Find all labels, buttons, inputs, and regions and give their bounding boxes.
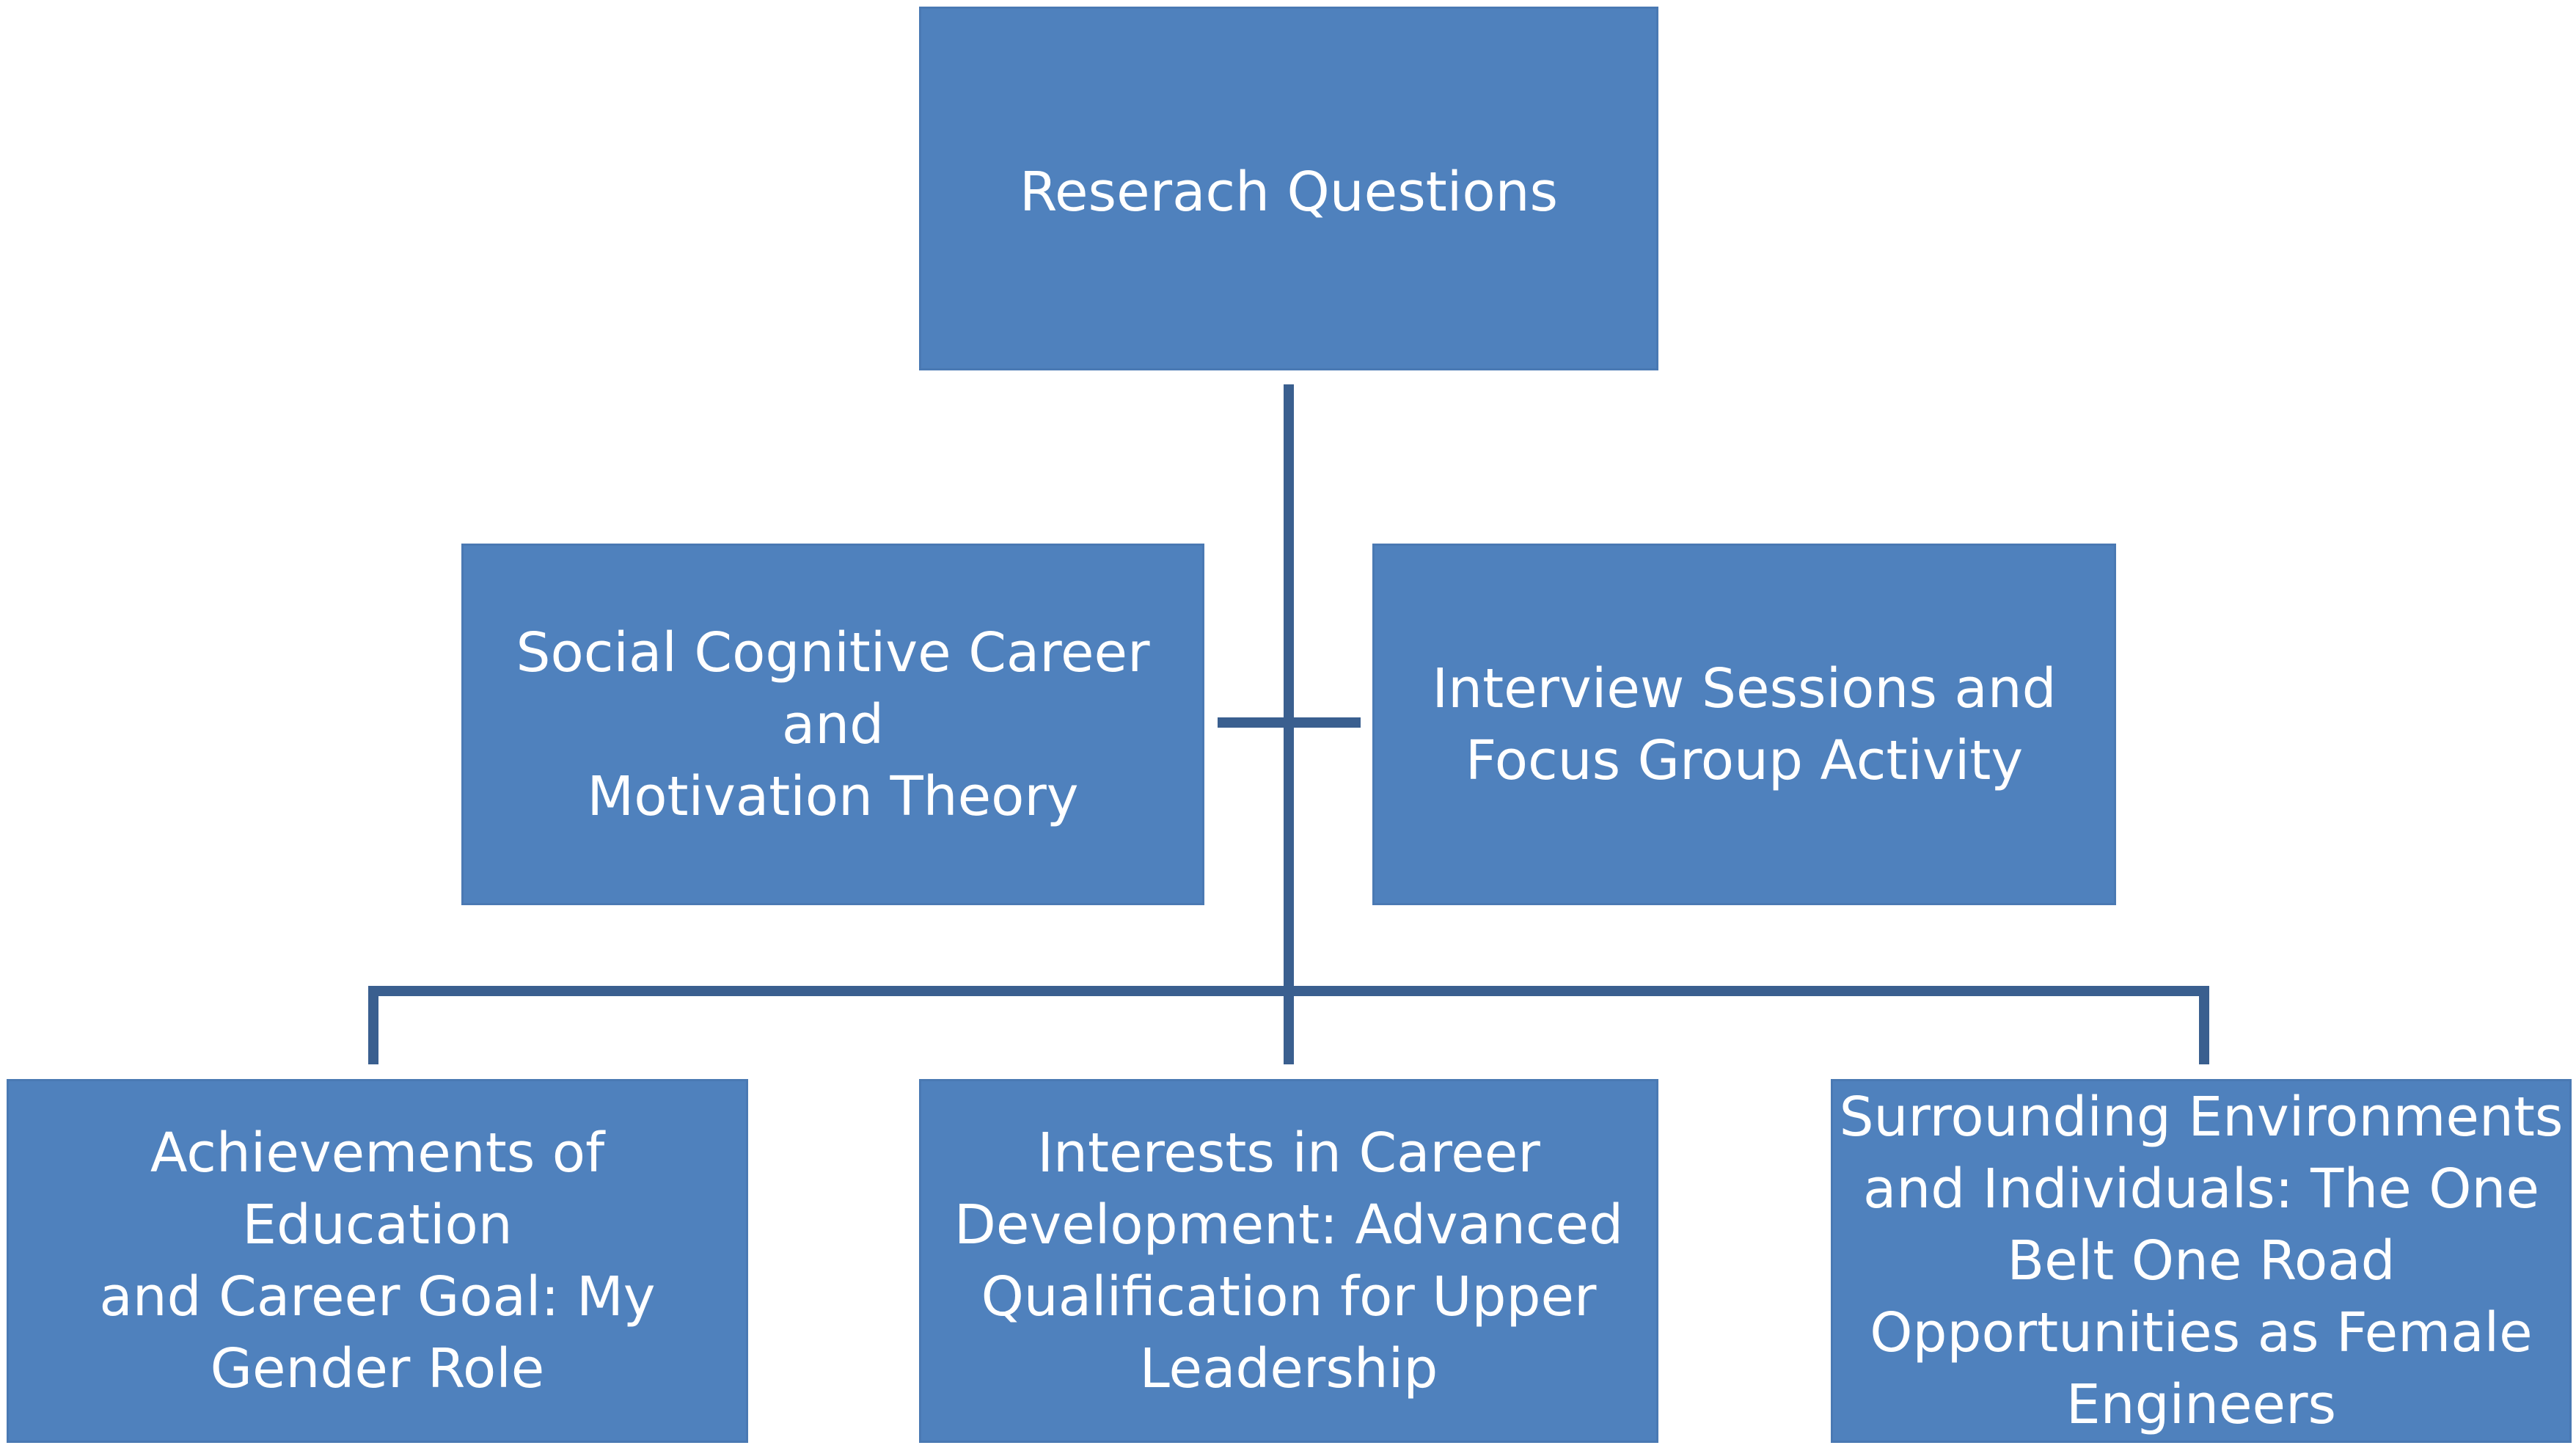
node-research-questions-text: Reserach Questions bbox=[1020, 156, 1558, 228]
node-text-line: Surrounding Environments bbox=[1839, 1086, 2564, 1149]
node-text-line: and Individuals: The One bbox=[1863, 1158, 2539, 1221]
node-text-line: Opportunities as Female bbox=[1870, 1301, 2533, 1364]
node-interests-career-development-text: Interests in Career Development: Advance… bbox=[954, 1117, 1623, 1405]
node-text-line: Social Cognitive Career and bbox=[516, 621, 1150, 756]
node-text-line: Interests in Career bbox=[1037, 1122, 1540, 1185]
node-surrounding-environments-text: Surrounding Environments and Individuals… bbox=[1840, 1081, 2564, 1441]
node-text-line: Motivation Theory bbox=[587, 764, 1079, 828]
node-research-questions: Reserach Questions bbox=[919, 7, 1658, 370]
node-text-line: Development: Advanced bbox=[954, 1193, 1624, 1257]
node-text-line: Reserach Questions bbox=[1019, 161, 1559, 224]
node-text-line: Qualification for Upper bbox=[981, 1265, 1597, 1328]
node-achievements-gender-role-text: Achievements of Education and Career Goa… bbox=[15, 1117, 740, 1405]
node-text-line: Achievements of Education bbox=[150, 1122, 605, 1257]
node-social-cognitive-career-theory-text: Social Cognitive Career and Motivation T… bbox=[469, 617, 1196, 833]
node-text-line: and Career Goal: My bbox=[99, 1265, 656, 1328]
node-text-line: Leadership bbox=[1139, 1337, 1438, 1400]
node-text-line: Belt One Road bbox=[2007, 1229, 2396, 1292]
node-text-line: Engineers bbox=[2065, 1373, 2337, 1436]
node-achievements-gender-role: Achievements of Education and Career Goa… bbox=[7, 1079, 748, 1443]
node-interview-sessions-text: Interview Sessions and Focus Group Activ… bbox=[1432, 653, 2056, 797]
node-social-cognitive-career-theory: Social Cognitive Career and Motivation T… bbox=[461, 544, 1204, 905]
node-text-line: Gender Role bbox=[210, 1337, 545, 1400]
node-interests-career-development: Interests in Career Development: Advance… bbox=[919, 1079, 1658, 1443]
node-text-line: Focus Group Activity bbox=[1465, 728, 2024, 792]
node-surrounding-environments: Surrounding Environments and Individuals… bbox=[1831, 1079, 2572, 1443]
node-text-line: Interview Sessions and bbox=[1432, 657, 2057, 720]
node-interview-sessions: Interview Sessions and Focus Group Activ… bbox=[1372, 544, 2116, 905]
